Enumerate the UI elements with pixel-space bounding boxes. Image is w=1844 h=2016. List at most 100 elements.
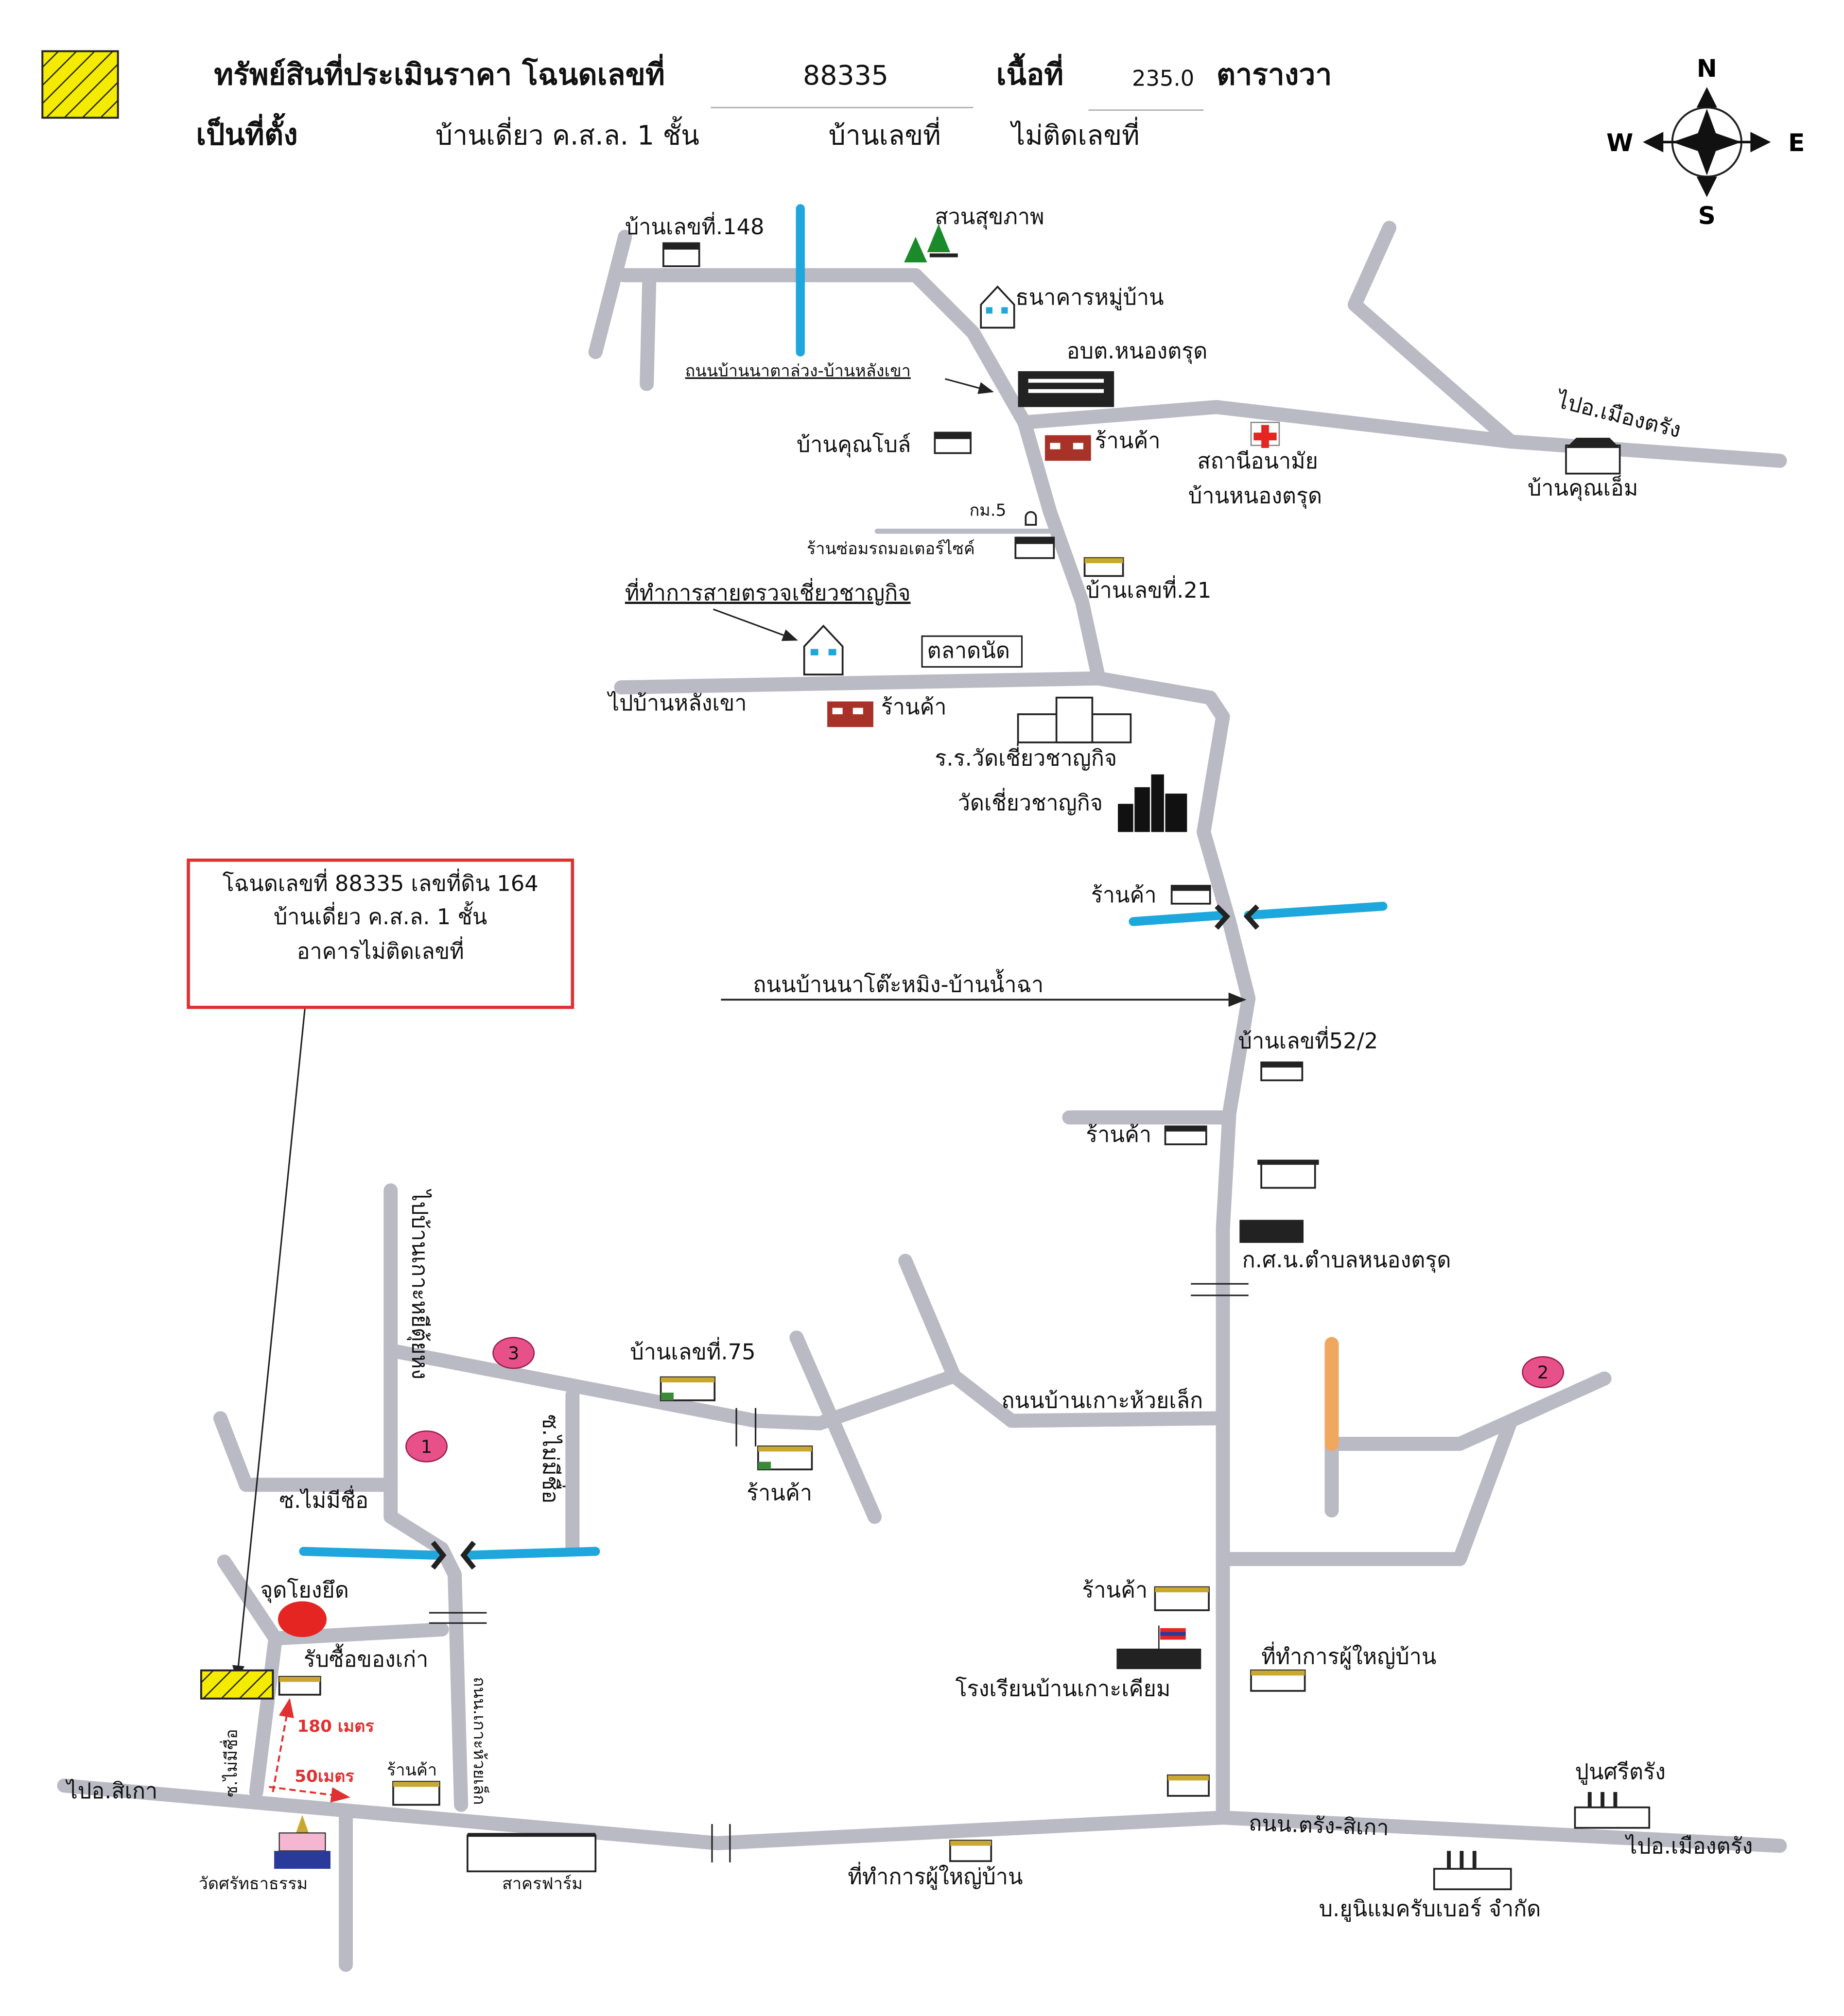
header-title: ทรัพย์สินที่ประเมินราคา โฉนดเลขที่ [214,53,665,92]
label-house-148: บ้านเลขที่.148 [625,212,765,240]
area-label: เนื้อที่ [996,53,1063,92]
label-wat: วัดเชี่ยวชาญกิจ [958,788,1103,816]
house-icon [1250,1669,1306,1692]
label-to-mueang-trang: ไปอ.เมืองตรัง [1553,387,1684,443]
compass-w: W [1606,129,1633,157]
label-police-box: ที่ทำการสายตรวจเชี่ยวชาญกิจ [625,578,911,605]
gas-station-icon [1257,1159,1319,1189]
park-trees-icon [904,224,958,263]
distance-arrow-50m [269,1786,350,1803]
building-type: บ้านเดี่ยว ค.ส.ล. 1 ชั้น [435,116,699,152]
label-motorcycle-repair: ร้านซ่อมรถมอเตอร์ไซค์ [807,539,975,559]
area-unit: ตารางวา [1217,58,1332,92]
pin-3: 3 [492,1337,535,1369]
label-to-ban-ko: ไปบ้านเกาะหยีตุ้ยหง [407,1189,433,1379]
shop-icon [1164,1125,1207,1145]
subject-property-marker [200,1669,274,1700]
label-ban-nong-trut: บ้านหนองตรุด [1188,482,1322,509]
pin-2: 2 [1522,1356,1565,1388]
label-unimac-rubber: บ.ยูนิแมครับเบอร์ จำกัด [1319,1896,1541,1922]
label-road-natoming: ถนนบ้านนาโต๊ะหมิง-บ้านน้ำฉา [753,969,1044,998]
compass-e: E [1788,129,1805,157]
label-house-75: บ้านเลขที่.75 [630,1337,755,1365]
factory-icon [1574,1792,1651,1829]
label-anchor-point: จุดโยงยึด [260,1577,349,1603]
house-icon [949,1840,992,1862]
road-pointer-arrow [713,608,798,641]
bridge-icon [431,904,1260,1570]
label-headman-office: ที่ทำการผู้ใหญ่บ้าน [848,1862,1023,1890]
school-icon [1017,696,1132,743]
health-station-icon [1250,421,1280,448]
label-nfe-center: ก.ศ.น.ตำบลหนองตรุด [1242,1247,1451,1273]
km-marker-icon [1025,511,1037,526]
label-house-52-2: บ้านเลขที่52/2 [1238,1026,1378,1053]
shop-icon [1170,885,1211,905]
label-road-ko-huai-lek-vertical: ถนน.เกาะห้วยเล็ก [470,1677,490,1805]
shop-icon [392,1781,440,1806]
label-shop: ร้านค้า [881,694,947,720]
label-shop: ร้านค้า [387,1760,437,1780]
label-shop: ร้านค้า [1086,1121,1151,1147]
label-khun-bo-house: บ้านคุณโบล์ [797,431,911,458]
factory-icon [1433,1851,1512,1891]
deed-number: 88335 [803,60,888,91]
info-box: โฉนดเลขที่ 88335 เลขที่ดิน 164 บ้านเดี่ย… [187,858,574,1009]
subject-legend-swatch [41,50,119,119]
house-no-value: ไม่ติดเลขที่ [1009,117,1139,152]
label-shop: ร้านค้า [1082,1577,1148,1603]
label-shop: ร้านค้า [747,1480,812,1505]
label-distance-180m: 180 เมตร [297,1717,374,1736]
label-to-ban-lang-khao: ไปบ้านหลังเขา [607,690,747,716]
label-unnamed-soi: ซ.ไม่มีชื่อ [538,1414,565,1503]
label-shop: ร้านค้า [1091,882,1157,908]
svg-text:3: 3 [508,1343,519,1364]
label-ko-khiam-school: โรงเรียนบ้านเกาะเคียม [955,1675,1170,1701]
label-wat-school: ร.ร.วัดเชี่ยวชาญกิจ [935,743,1117,771]
house-icon [1083,557,1124,577]
shop-icon [757,1445,813,1471]
temple-buildings-icon [1118,774,1187,832]
house-icon [1260,1061,1304,1082]
svg-text:1: 1 [421,1436,432,1457]
label-unnamed-soi: ซ.ไม่มีชื่อ [220,1729,242,1797]
info-box-line3: อาคารไม่ติดเลขที่ [297,936,464,964]
location-label: เป็นที่ตั้ง [196,113,297,152]
label-distance-50m: 50เมตร [295,1767,354,1786]
market-box [921,635,1023,668]
anchor-point-marker [278,1601,327,1637]
road-pointer-arrow [945,378,994,394]
label-to-sikao: ไปอ.สิเกา [65,1778,157,1804]
info-box-pointer [232,1008,306,1681]
label-khun-em-house: บ้านคุณเอ็ม [1528,475,1638,501]
map-labels: บ้านเลขที่.148 สวนสุขภาพ ธนาคารหมู่บ้าน … [65,204,1753,1922]
shop-icon [278,1676,321,1696]
label-wat-sattha-tham: วัดศรัทธาธรรม [199,1874,308,1894]
farm-icon [466,1833,597,1873]
label-sakhon-farm: สาครฟาร์ม [502,1874,583,1894]
label-road-natalung: ถนนบ้านนาตาล่วง-บ้านหลังเขา [685,361,911,380]
label-tao-office: อบต.หนองตรุด [1067,338,1208,364]
compass-icon: N S W E [1606,54,1805,230]
label-village-bank: ธนาคารหมู่บ้าน [1015,284,1164,310]
road-break-icon [429,1283,1249,1862]
label-market: ตลาดนัด [927,638,1010,663]
house-icon [1014,536,1055,559]
pin-1: 1 [405,1430,448,1463]
label-headman-office: ที่ทำการผู้ใหญ่บ้าน [1261,1642,1436,1670]
label-to-mueang-trang: ไปอ.เมืองตรัง [1625,1833,1753,1859]
compass-s: S [1698,202,1716,230]
learning-center-icon [1239,1220,1304,1243]
shop-icon [1044,435,1091,461]
roads [57,221,1787,1972]
house-no-label: บ้านเลขที่ [829,117,941,152]
bank-house-icon [980,285,1015,329]
label-pun-sri-trang: ปูนศรีตรัง [1575,1759,1665,1785]
info-box-line1: โฉนดเลขที่ 88335 เลขที่ดิน 164 [223,868,539,896]
svg-text:2: 2 [1537,1362,1548,1383]
compass-n: N [1697,54,1717,83]
rivers [299,204,1388,1560]
label-scrap-buyer: รับซื้อของเก่า [304,1643,429,1672]
house-icon [1166,1774,1210,1797]
temple-icon [274,1815,331,1869]
